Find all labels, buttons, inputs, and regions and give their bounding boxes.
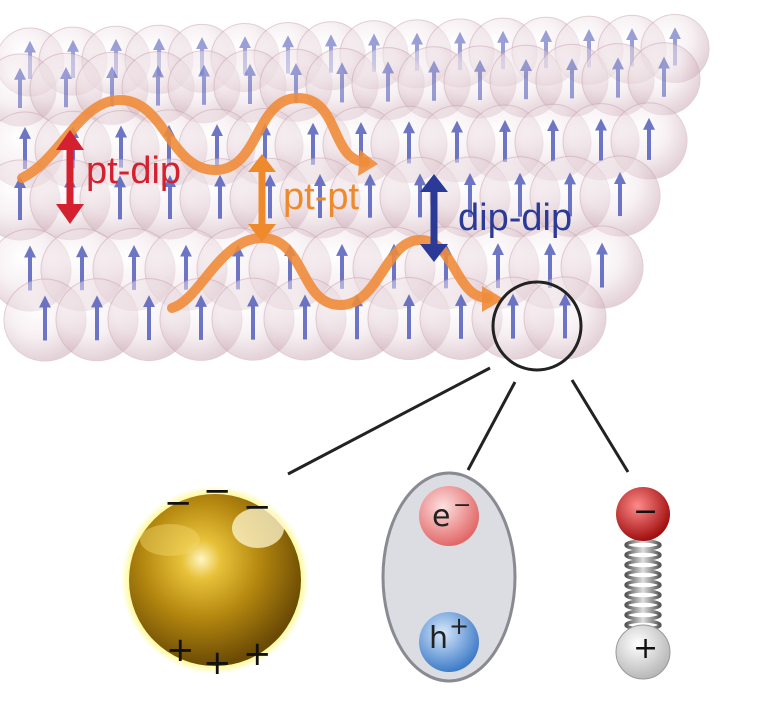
gold-minus-sign: − xyxy=(243,490,272,524)
leader-line-gold xyxy=(288,368,490,474)
spring-coil xyxy=(626,601,660,609)
hole-label: h xyxy=(429,624,448,654)
leader-line-dipole xyxy=(572,380,628,472)
electron-label: e xyxy=(432,502,450,532)
spring-coil xyxy=(626,571,660,579)
spring-coil xyxy=(626,581,660,589)
electron-charge-label: − xyxy=(453,495,471,517)
dipole-positive-label: + xyxy=(633,634,658,664)
leader-line-exciton xyxy=(468,382,515,470)
gold-plus-sign: + xyxy=(166,633,195,667)
dip-dip-label: dip-dip xyxy=(458,199,572,237)
gold-plus-sign: + xyxy=(203,646,232,680)
spring-coil xyxy=(626,561,660,569)
gold-plus-sign: + xyxy=(243,637,272,671)
pt-dip-label: pt-dip xyxy=(86,152,181,190)
hole-charge-label: + xyxy=(449,614,469,638)
pt-pt-label: pt-pt xyxy=(283,178,359,216)
spring-coil xyxy=(626,541,660,549)
spring-coil xyxy=(626,611,660,619)
gold-minus-sign: − xyxy=(164,486,193,520)
spring xyxy=(626,541,660,629)
spring-coil xyxy=(626,591,660,599)
spring-coil xyxy=(626,551,660,559)
gold-minus-sign: − xyxy=(203,474,232,508)
dipole-negative-label: − xyxy=(633,497,658,527)
